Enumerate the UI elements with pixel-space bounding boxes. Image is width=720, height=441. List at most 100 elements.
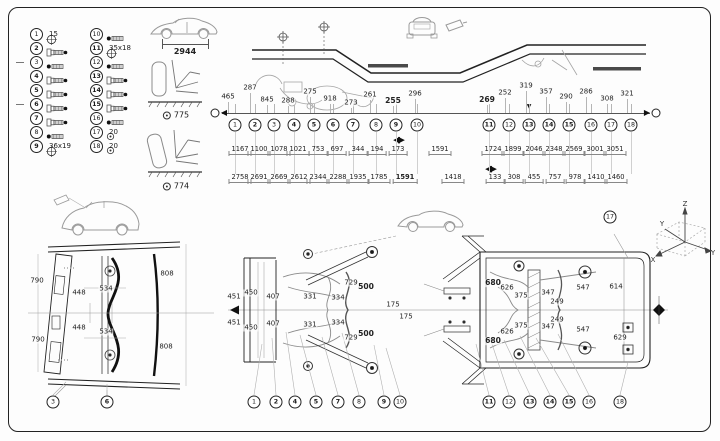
side-upper-dim-321: 321 [619, 89, 635, 98]
side-point-13: 13 [522, 118, 536, 132]
side-upper-dim-845: 845 [259, 95, 275, 104]
side-point-14: 14 [542, 118, 556, 132]
legend-point-2: 2 [30, 41, 43, 55]
side-point-16: 16 [584, 118, 598, 132]
side-upper-leader [526, 91, 527, 113]
front-view-point-6: 6 [100, 395, 114, 409]
plan-point-15: 15 [562, 395, 576, 409]
side-upper-leader [228, 102, 229, 113]
front-view-dim-790: 790 [29, 276, 45, 285]
side-upper-dim-308: 308 [599, 94, 615, 103]
chain2-2344: 2344 [306, 174, 330, 184]
legend-row-5: 5 [30, 83, 68, 99]
chain2-2691: 2691 [247, 174, 271, 184]
plan-rear-dim-547: 547 [575, 283, 591, 292]
side-chainline [235, 132, 236, 174]
side-chainline [294, 132, 295, 174]
side-chainline [353, 132, 354, 174]
plan-point-10: 10 [393, 395, 407, 409]
plan-rear-dim-626: 626 [499, 283, 515, 292]
plan-rear-dim-680: 680 [484, 336, 502, 346]
side-dropline [353, 104, 354, 113]
datum-circle-left [210, 108, 220, 118]
legend-label: 15 [49, 30, 58, 38]
side-upper-leader [288, 106, 289, 113]
side-upper-leader [566, 102, 567, 113]
chain1-1899: 1899 [501, 146, 525, 156]
plan-point-5: 5 [309, 395, 323, 409]
side-dropline [396, 104, 397, 113]
chain1-3001: 3001 [583, 146, 607, 156]
side-dropline [549, 104, 550, 113]
front-view-dim-808: 808 [158, 342, 174, 351]
chain1-1100: 1100 [247, 146, 271, 156]
legend-point-3: 3 [30, 55, 43, 69]
chain1-194: 194 [367, 146, 387, 156]
plan-point-1: 1 [247, 395, 261, 409]
legend-point-16: 16 [90, 111, 103, 125]
side-dropline [611, 104, 612, 113]
side-dropline [529, 104, 530, 113]
plan-front-dim-334: 334 [330, 293, 346, 302]
plan-front-dim-451: 451 [226, 292, 242, 301]
side-chainline [549, 132, 550, 174]
plan-front-dim-331: 331 [302, 292, 318, 301]
front-view-dim-448: 448 [71, 323, 87, 332]
side-point-18: 18 [624, 118, 638, 132]
front-view-dim-534: 534 [98, 284, 114, 293]
legend-point-1: 1 [30, 27, 43, 41]
side-chainline [611, 132, 612, 174]
legend-label: 35x18 [109, 44, 131, 52]
front-view-dim-808: 808 [159, 269, 175, 278]
legend-row-4: 4 [30, 69, 68, 85]
legend-point-5: 5 [30, 83, 43, 97]
legend-point-6: 6 [30, 97, 43, 111]
front-ride-value: 775 [173, 110, 190, 120]
plan-point-11: 11 [482, 395, 496, 409]
side-upper-dim-296: 296 [407, 89, 423, 98]
plan-point-8: 8 [352, 395, 366, 409]
side-upper-leader [415, 99, 416, 113]
chain1-1167: 1167 [228, 146, 252, 156]
axis-indicator: Z Y Y X [651, 200, 716, 264]
chain2-133: 133 [485, 174, 505, 184]
plan-point-18: 18 [613, 395, 627, 409]
side-point-8: 8 [369, 118, 383, 132]
side-dropline [294, 104, 295, 113]
chain2-1591: 1591 [392, 174, 418, 184]
plan-front-dim-729: 729 [343, 278, 359, 287]
legend-row-8: 8 [30, 125, 64, 139]
side-chainline [255, 132, 256, 174]
axis-z-label: Z [683, 200, 688, 208]
plan-front-dim-175: 175 [398, 312, 414, 321]
front-view-dim-790: 790 [30, 335, 46, 344]
chain2-308: 308 [504, 174, 524, 184]
side-upper-dim-357: 357 [538, 87, 554, 96]
chain1-344: 344 [348, 146, 368, 156]
side-chainline [333, 132, 334, 174]
car-side-icon-2 [311, 210, 464, 255]
chain2-2758: 2758 [228, 174, 252, 184]
side-dropline [333, 104, 334, 113]
side-chainline [591, 132, 592, 174]
chain1-1724: 1724 [481, 146, 505, 156]
axis-y-label: Y [710, 249, 716, 257]
side-upper-dim-288: 288 [280, 96, 296, 105]
page-frame [8, 7, 711, 432]
chain2-1935: 1935 [346, 174, 370, 184]
car-rear-three-quarter-icon [53, 194, 140, 236]
legend-row-14: 14 [90, 83, 128, 99]
legend-row-6: 6 [30, 97, 68, 113]
chain1-2046: 2046 [522, 146, 546, 156]
plan-point-7: 7 [331, 395, 345, 409]
side-upper-dim-252: 252 [497, 88, 513, 97]
side-dropline [591, 104, 592, 113]
plan-front-dim-729: 729 [343, 333, 359, 342]
side-upper-dim-319: 319 [518, 81, 534, 90]
chain1-173: 173 [388, 146, 408, 156]
plan-point-12: 12 [502, 395, 516, 409]
